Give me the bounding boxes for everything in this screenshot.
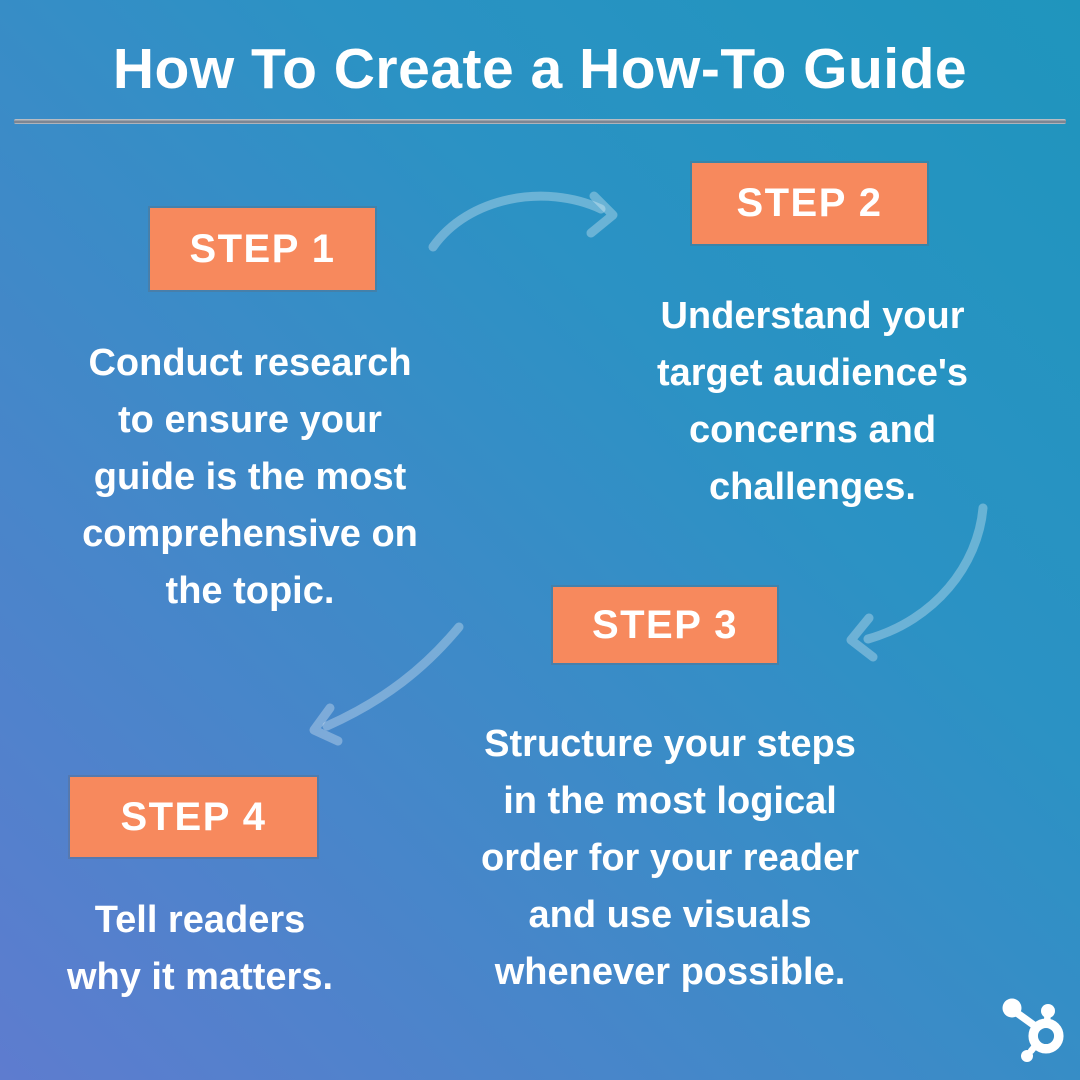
arrow-step3-to-step4-icon bbox=[309, 622, 464, 746]
step-1-badge-label: STEP 1 bbox=[189, 226, 336, 271]
step-4-description: Tell readers why it matters. bbox=[66, 899, 334, 998]
step-4-badge: STEP 4 bbox=[70, 777, 317, 857]
page-title: How To Create a How-To Guide bbox=[112, 37, 968, 101]
arrow-step1-to-step2-icon bbox=[428, 191, 618, 252]
step-1-description: Conduct research to ensure your guide is… bbox=[82, 342, 418, 612]
step-2-description: Understand your target audience's concer… bbox=[656, 295, 969, 508]
step-2-badge: STEP 2 bbox=[692, 163, 927, 244]
step-4-badge-label: STEP 4 bbox=[120, 794, 267, 839]
step-3-badge: STEP 3 bbox=[553, 587, 777, 663]
title-divider bbox=[14, 119, 1066, 124]
arrow-step2-to-step3-icon bbox=[846, 503, 988, 662]
hubspot-logo-icon bbox=[1002, 998, 1064, 1062]
step-1-badge: STEP 1 bbox=[150, 208, 375, 290]
step-3-badge-label: STEP 3 bbox=[591, 602, 739, 647]
step-2-badge-label: STEP 2 bbox=[736, 181, 883, 225]
step-3-description: Structure your steps in the most logical… bbox=[481, 723, 859, 993]
